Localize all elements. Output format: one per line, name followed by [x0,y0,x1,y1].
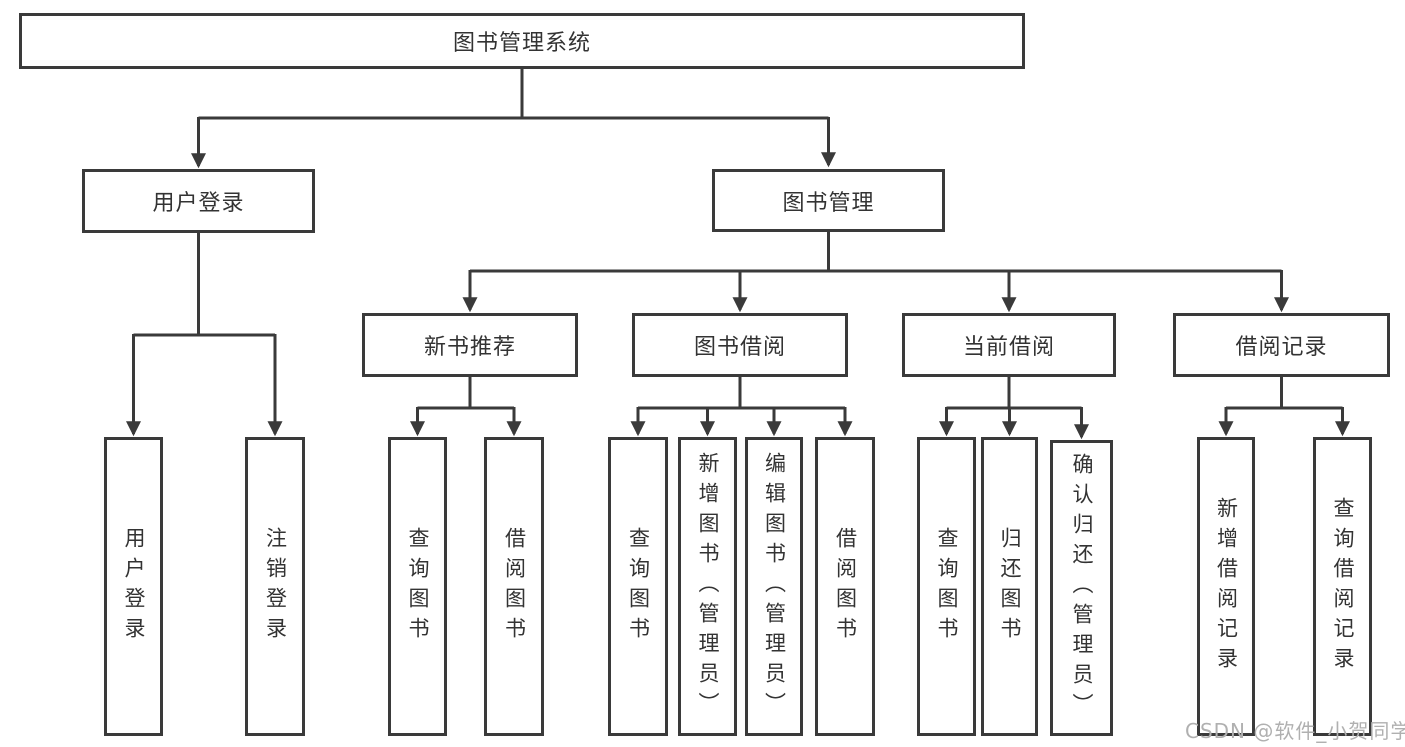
leaf-edit-books-admin: 编辑图书（管理员） [745,437,803,736]
node-book-management: 图书管理 [712,169,945,232]
leaf-confirm-return-admin: 确认归还（管理员） [1050,440,1113,736]
leaf-query-borrow-record-label: 查询借阅记录 [1331,496,1355,677]
node-current-borrow-label: 当前借阅 [962,335,1055,360]
leaf-borrow-books-recommend: 借阅图书 [484,437,544,736]
leaf-add-books-admin: 新增图书（管理员） [678,437,737,736]
leaf-add-borrow-record: 新增借阅记录 [1197,437,1255,736]
node-new-book-recommend: 新书推荐 [362,313,578,377]
leaf-query-books-recommend-label: 查询图书 [406,526,430,647]
leaf-edit-books-admin-label: 编辑图书（管理员） [762,451,787,722]
node-library-system-label: 图书管理系统 [452,31,591,56]
node-borrow-records-label: 借阅记录 [1235,335,1328,360]
leaf-borrow-books-recommend-label: 借阅图书 [502,526,527,647]
leaf-query-books-recommend: 查询图书 [388,437,447,736]
node-user-login-label: 用户登录 [152,191,245,216]
leaf-user-login-label: 用户登录 [122,526,146,647]
node-book-borrow-label: 图书借阅 [693,335,786,360]
leaf-add-books-admin-label: 新增图书（管理员） [696,451,720,722]
leaf-query-books-current: 查询图书 [917,437,976,736]
node-current-borrow: 当前借阅 [902,313,1116,377]
leaf-logout: 注销登录 [245,437,305,736]
node-borrow-records: 借阅记录 [1173,313,1390,377]
leaf-return-books: 归还图书 [981,437,1038,736]
leaf-return-books-label: 归还图书 [998,526,1022,647]
leaf-query-books-borrow: 查询图书 [608,437,668,736]
node-user-login: 用户登录 [82,169,315,233]
node-book-management-label: 图书管理 [782,190,875,216]
node-new-book-recommend-label: 新书推荐 [423,335,516,360]
node-book-borrow: 图书借阅 [632,313,848,377]
leaf-user-login: 用户登录 [104,437,163,736]
leaf-query-borrow-record: 查询借阅记录 [1313,437,1372,736]
leaf-logout-label: 注销登录 [263,526,288,647]
csdn-watermark: CSDN @软件_小贺同学 [1185,719,1405,743]
leaf-query-books-current-label: 查询图书 [935,526,959,647]
leaf-confirm-return-admin-label: 确认归还（管理员） [1070,453,1094,723]
leaf-query-books-borrow-label: 查询图书 [626,526,651,647]
leaf-borrow-books: 借阅图书 [815,437,875,736]
leaf-add-borrow-record-label: 新增借阅记录 [1214,496,1239,677]
leaf-borrow-books-label: 借阅图书 [833,526,858,647]
node-library-system: 图书管理系统 [19,13,1025,69]
